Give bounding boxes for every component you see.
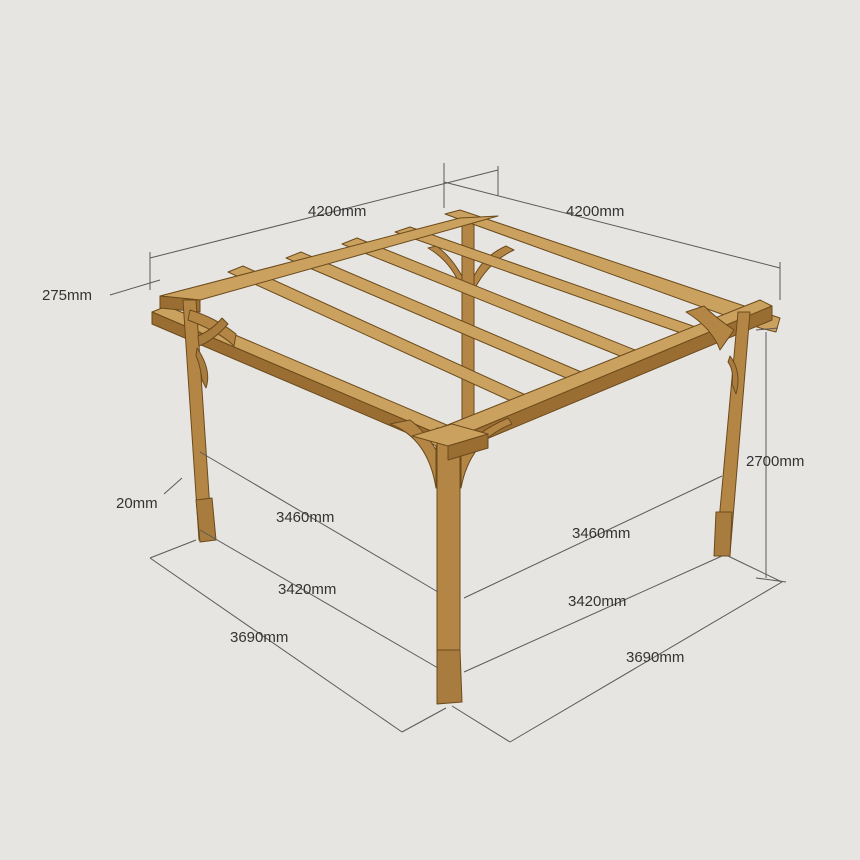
front-post xyxy=(389,417,513,705)
dim-post-right xyxy=(463,555,723,673)
dim-inner-right xyxy=(463,475,723,599)
label-inner-right: 3460mm xyxy=(572,525,630,542)
label-gap: 20mm xyxy=(116,495,158,512)
label-overhang: 275mm xyxy=(42,287,92,304)
label-top-left: 4200mm xyxy=(308,203,366,220)
dimension-lines xyxy=(109,163,787,743)
dim-post-left xyxy=(199,529,439,669)
rafters xyxy=(151,209,781,453)
label-post-left: 3420mm xyxy=(278,581,336,598)
label-top-right: 4200mm xyxy=(566,203,624,220)
dim-top-left xyxy=(149,169,499,259)
dimension-labels: 4200mm 4200mm 275mm 2700mm 20mm 3460mm 3… xyxy=(42,203,804,666)
right-post xyxy=(685,305,751,557)
label-outer-left: 3690mm xyxy=(230,629,288,646)
dim-top-right xyxy=(443,181,781,269)
dim-outer-right xyxy=(509,581,783,743)
dim-overhang xyxy=(109,279,161,296)
label-height: 2700mm xyxy=(746,453,804,470)
back-braces xyxy=(427,245,515,291)
label-inner-left: 3460mm xyxy=(276,509,334,526)
left-post xyxy=(182,299,237,543)
label-post-right: 3420mm xyxy=(568,593,626,610)
dim-outer-left xyxy=(149,557,403,733)
front-beam xyxy=(411,423,489,461)
label-outer-right: 3690mm xyxy=(626,649,684,666)
dim-inner-left xyxy=(199,451,439,593)
dim-gap xyxy=(163,477,183,495)
